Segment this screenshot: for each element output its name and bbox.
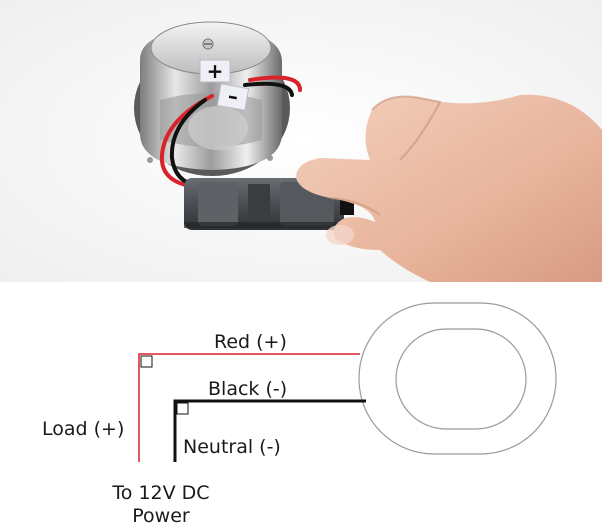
light-fixture: + – <box>134 21 290 176</box>
wiring-diagram <box>138 302 557 462</box>
load-label: Load (+) <box>42 418 125 440</box>
fixture-outline <box>358 302 557 455</box>
red-wire <box>138 353 360 462</box>
black-wire-corner-marker <box>176 402 189 415</box>
fixture-inner-outline <box>395 328 527 430</box>
power-label-line2: Power <box>132 505 190 527</box>
black-wire <box>173 399 366 462</box>
red-wire-corner-marker <box>140 355 153 368</box>
black-wire-label: Black (-) <box>208 378 288 400</box>
waterproof-connector <box>184 178 354 230</box>
product-photo: + – <box>0 0 602 282</box>
power-label-line1: To 12V DC <box>112 482 210 504</box>
plus-sign: + <box>207 59 224 83</box>
minus-sign: – <box>226 83 240 108</box>
neutral-label: Neutral (-) <box>183 436 281 458</box>
hand <box>296 94 602 282</box>
red-wire-label: Red (+) <box>214 331 287 353</box>
